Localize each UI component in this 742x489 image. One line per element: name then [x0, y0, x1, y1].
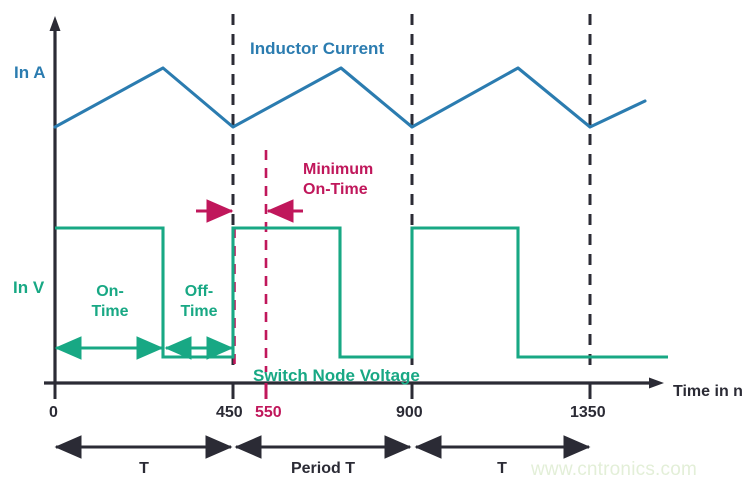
- y-axis-label-current: In A: [14, 63, 46, 82]
- x-axis-ticks: [53, 383, 592, 399]
- on-time-label-line2: Time: [91, 303, 129, 320]
- off-time-label-line1: Off-: [184, 283, 214, 300]
- tick-label-550: 550: [255, 404, 282, 421]
- x-axis-label: Time in ns: [673, 383, 742, 400]
- minimum-on-time-label-line1: Minimum: [303, 161, 374, 178]
- switch-node-voltage-waveform: [55, 226, 668, 359]
- tick-label-1350: 1350: [570, 404, 606, 421]
- period-label-t1: T: [139, 460, 149, 477]
- off-time-label-line2: Time: [180, 303, 218, 320]
- minimum-on-time-dashed-lines: [233, 150, 268, 372]
- tick-label-450: 450: [216, 404, 243, 421]
- period-label-period-t: Period T: [290, 460, 355, 477]
- tick-label-0: 0: [49, 404, 58, 421]
- x-axis: [44, 377, 664, 389]
- y-axis-arrowhead: [49, 16, 61, 31]
- on-time-label-line1: On-: [96, 283, 124, 300]
- watermark: www.cntronics.com: [531, 459, 697, 480]
- y-axis: [49, 16, 61, 383]
- period-label-t2: T: [497, 460, 507, 477]
- switch-node-voltage-label: Switch Node Voltage: [253, 366, 420, 385]
- x-axis-arrowhead: [649, 377, 664, 389]
- y-axis-label-voltage: In V: [13, 278, 45, 297]
- inductor-current-waveform: [53, 66, 647, 129]
- tick-label-900: 900: [396, 404, 423, 421]
- inductor-current-label: Inductor Current: [250, 39, 385, 58]
- minimum-on-time-label-line2: On-Time: [303, 181, 368, 198]
